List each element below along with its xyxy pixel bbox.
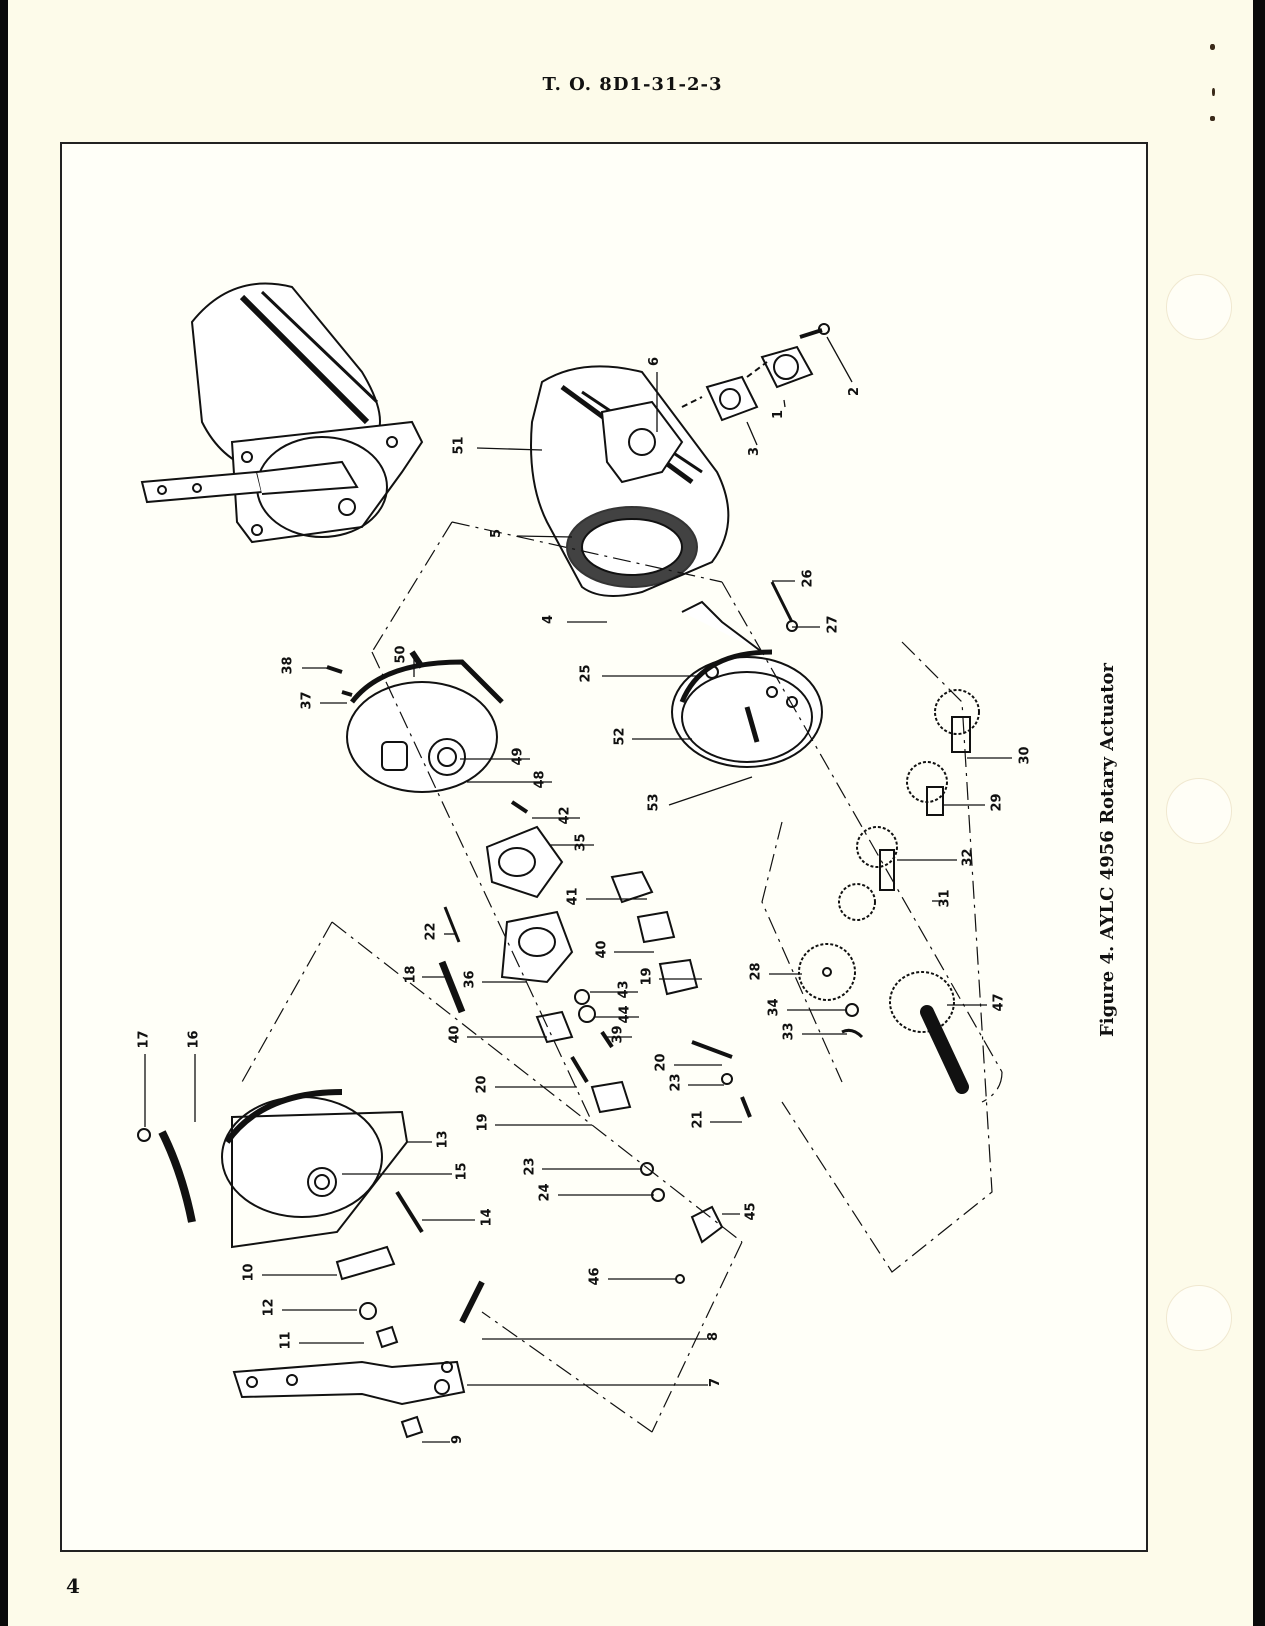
margin-mark: [1212, 88, 1215, 96]
callout-6: 6: [647, 356, 663, 367]
motor-cover-drawing: [530, 365, 730, 597]
callout-20b: 20: [474, 1075, 490, 1094]
callout-33: 33: [781, 1022, 797, 1041]
callout-16: 16: [186, 1030, 202, 1049]
callout-27: 27: [825, 615, 841, 634]
callout-7: 7: [708, 1377, 724, 1388]
callout-48: 48: [532, 770, 548, 789]
callout-19a: 19: [639, 967, 655, 986]
callout-8: 8: [706, 1331, 722, 1342]
scan-right-edge: [1253, 0, 1265, 1626]
callout-47: 47: [991, 993, 1007, 1012]
callout-10: 10: [241, 1263, 257, 1282]
callout-39: 39: [610, 1025, 626, 1044]
callout-41: 41: [565, 887, 581, 906]
callout-17: 17: [136, 1030, 152, 1049]
figure-frame: [60, 142, 1148, 1552]
callout-5: 5: [489, 528, 505, 539]
callout-45: 45: [743, 1202, 759, 1221]
callout-28: 28: [748, 962, 764, 981]
callout-15: 15: [454, 1162, 470, 1181]
assembled-actuator-drawing: [140, 282, 424, 544]
callout-12: 12: [261, 1298, 277, 1317]
callout-43: 43: [616, 980, 632, 999]
punch-hole-middle: [1166, 778, 1232, 844]
callout-49: 49: [510, 747, 526, 766]
callout-46: 46: [587, 1267, 603, 1286]
callout-18: 18: [403, 965, 419, 984]
callout-32: 32: [960, 848, 976, 867]
callout-38: 38: [280, 656, 296, 675]
callout-19b: 19: [475, 1113, 491, 1132]
callout-11: 11: [278, 1331, 294, 1350]
callout-4: 4: [541, 614, 557, 625]
punch-hole-bottom: [1166, 1285, 1232, 1351]
callout-2: 2: [847, 386, 863, 397]
callout-50: 50: [393, 645, 409, 664]
figure-caption-wrap: Figure 4. AYLC 4956 Rotary Actuator: [1097, 663, 1265, 1067]
callout-leader-lines: [144, 336, 1012, 1443]
callout-1: 1: [771, 409, 787, 420]
callout-51: 51: [451, 436, 467, 455]
callout-53: 53: [646, 793, 662, 812]
callout-20a: 20: [653, 1053, 669, 1072]
gear-train-drawing: [798, 689, 980, 1094]
callout-13: 13: [435, 1130, 451, 1149]
callout-23b: 23: [522, 1157, 538, 1176]
callout-37: 37: [299, 691, 315, 710]
callout-24: 24: [537, 1183, 553, 1202]
callout-9: 9: [450, 1434, 466, 1445]
callout-21: 21: [690, 1110, 706, 1129]
assembly-guide-lines: [241, 521, 1003, 1433]
callout-40a: 40: [594, 940, 610, 959]
callout-22: 22: [423, 922, 439, 941]
callout-23a: 23: [668, 1073, 684, 1092]
connector-parts-drawing: [681, 323, 830, 422]
callout-26: 26: [800, 569, 816, 588]
callout-29: 29: [989, 793, 1005, 812]
callout-40b: 40: [447, 1025, 463, 1044]
callout-52: 52: [612, 727, 628, 746]
callout-25: 25: [578, 664, 594, 683]
page-number: 4: [66, 1574, 80, 1598]
callout-31: 31: [937, 889, 953, 908]
callout-14: 14: [479, 1208, 495, 1227]
end-plate-drawing: [326, 650, 504, 793]
bottom-cover-drawing: [137, 1089, 485, 1439]
callout-36: 36: [462, 970, 478, 989]
margin-mark: [1210, 44, 1215, 50]
margin-mark: [1210, 116, 1215, 121]
callout-42: 42: [557, 806, 573, 825]
switch-plates-drawing: [438, 800, 752, 1284]
punch-hole-top: [1166, 274, 1232, 340]
callout-44: 44: [617, 1005, 633, 1024]
callout-3: 3: [747, 446, 763, 457]
callout-34: 34: [766, 998, 782, 1017]
callout-35: 35: [573, 833, 589, 852]
callout-30: 30: [1017, 746, 1033, 765]
gear-housing-drawing: [671, 581, 823, 768]
scan-left-edge: [0, 0, 8, 1626]
document-id-header: T. O. 8D1-31-2-3: [542, 74, 723, 95]
figure-caption: Figure 4. AYLC 4956 Rotary Actuator: [1097, 662, 1118, 1037]
exploded-view-illustration: [137, 282, 1012, 1443]
